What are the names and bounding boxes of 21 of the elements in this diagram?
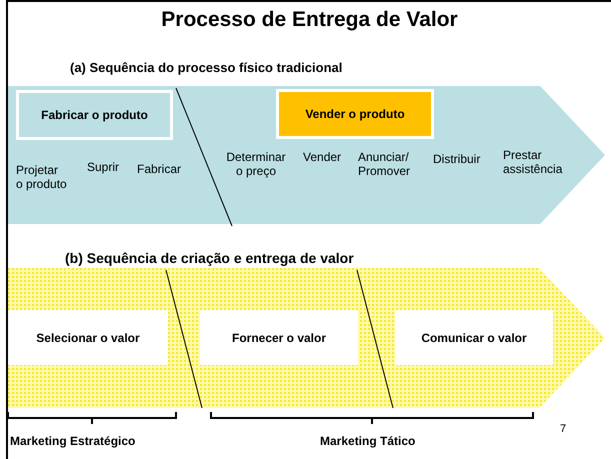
page-number: 7 — [560, 422, 566, 436]
step-box: Comunicar o valor — [395, 310, 553, 365]
bracket-label: Marketing Estratégico — [10, 434, 136, 448]
step-label: Vender — [303, 150, 342, 164]
step-label: Anunciar/ Promover — [358, 150, 412, 178]
section-heading: (a) Sequência do processo físico tradicional — [70, 60, 342, 75]
slide-title: Processo de Entrega de Valor — [160, 8, 459, 32]
step-label: Distribuir — [433, 152, 480, 166]
bracket-label: Marketing Tático — [320, 434, 416, 448]
step-label: Fabricar — [137, 162, 182, 176]
chevron-band — [8, 86, 605, 224]
step-label: Suprir — [87, 160, 120, 174]
step-box: Vender o produto — [276, 89, 434, 139]
chevron-band — [8, 268, 605, 408]
section-heading: (b) Sequência de criação e entrega de valor — [65, 250, 354, 266]
step-box: Fabricar o produto — [16, 90, 173, 140]
step-label: Prestar assistência — [503, 148, 564, 176]
step-box: Selecionar o valor — [8, 310, 168, 365]
step-label: Determinar o preço — [225, 150, 287, 178]
step-label: Projetar o produto — [16, 163, 68, 191]
step-box: Fornecer o valor — [200, 310, 358, 365]
